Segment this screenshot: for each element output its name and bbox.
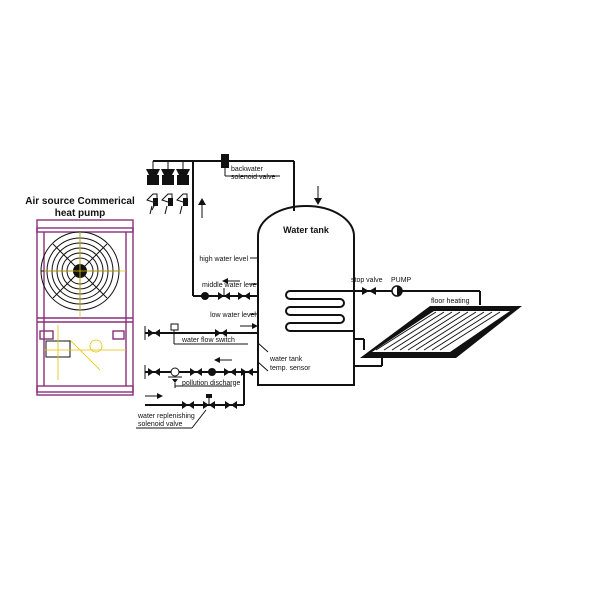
left-arrow-icon — [214, 357, 232, 363]
nozzle-cluster-icon — [146, 193, 188, 215]
backwater-valve-label-line2: solenoid valve — [231, 174, 275, 181]
temp-sensor-label-line1: water tank — [269, 356, 303, 363]
water-tank-body — [257, 205, 355, 386]
water-flow-switch-label: water flow switch — [181, 337, 235, 344]
pollution-discharge-label: pollution discharge — [182, 380, 240, 387]
replenish-valve-label-line1: water replenishing — [137, 413, 195, 420]
replenishing-solenoid-valve-icon — [203, 394, 215, 409]
middle-water-level-label: middle water level — [202, 282, 258, 289]
water-replenishing-pipe: water replenishing solenoid valve — [136, 393, 244, 429]
water-tank: Water tank high water level middle water… — [199, 205, 355, 386]
top-manifold: backwater solenoid valve — [146, 154, 322, 296]
water-tank-title: Water tank — [283, 225, 330, 235]
left-arrow-icon — [222, 278, 240, 284]
temp-sensor-label-line2: temp. sensor — [270, 365, 311, 372]
water-flow-switch-icon — [170, 323, 179, 344]
water-flow-pipe: water flow switch — [144, 323, 269, 353]
low-water-level-label: low water level — [210, 312, 256, 319]
up-arrow-icon — [198, 198, 206, 218]
collector-fixture-icon — [146, 169, 190, 185]
backwater-solenoid-valve-icon — [221, 154, 229, 176]
air-source-heat-pump-unit: Air source Commerical heat pump — [25, 196, 135, 396]
floor-heating-label: floor heating — [431, 298, 470, 305]
heat-pump-cabinet — [36, 219, 134, 396]
heat-pump-top-rail — [36, 227, 134, 233]
right-arrow-icon — [240, 323, 258, 329]
heating-coil — [285, 290, 354, 332]
backwater-valve-label-line1: backwater — [231, 166, 264, 173]
return-and-discharge-pipe: pollution discharge water tank temp. sen… — [144, 356, 311, 405]
heat-pump-title-line1: Air source Commerical — [25, 196, 135, 207]
replenish-valve-label-line2: solenoid valve — [138, 421, 182, 428]
pump-label: PUMP — [391, 277, 412, 284]
middle-level-return-pipe — [193, 278, 258, 300]
down-arrow-icon — [314, 186, 322, 205]
right-arrow-icon — [145, 393, 163, 399]
heat-pump-base-rail — [36, 385, 134, 393]
heat-pump-title-line2: heat pump — [55, 208, 106, 219]
stop-valve-label: stop valve — [351, 277, 383, 284]
stop-valve-icon — [362, 287, 376, 295]
pollution-discharge-valve-icon — [168, 367, 182, 388]
floor-heating-panel — [360, 306, 522, 358]
floor-heating-loop: stop valve PUMP floor heating — [351, 277, 522, 367]
pump-icon — [391, 285, 403, 297]
high-water-level-label: high water level — [199, 256, 248, 263]
